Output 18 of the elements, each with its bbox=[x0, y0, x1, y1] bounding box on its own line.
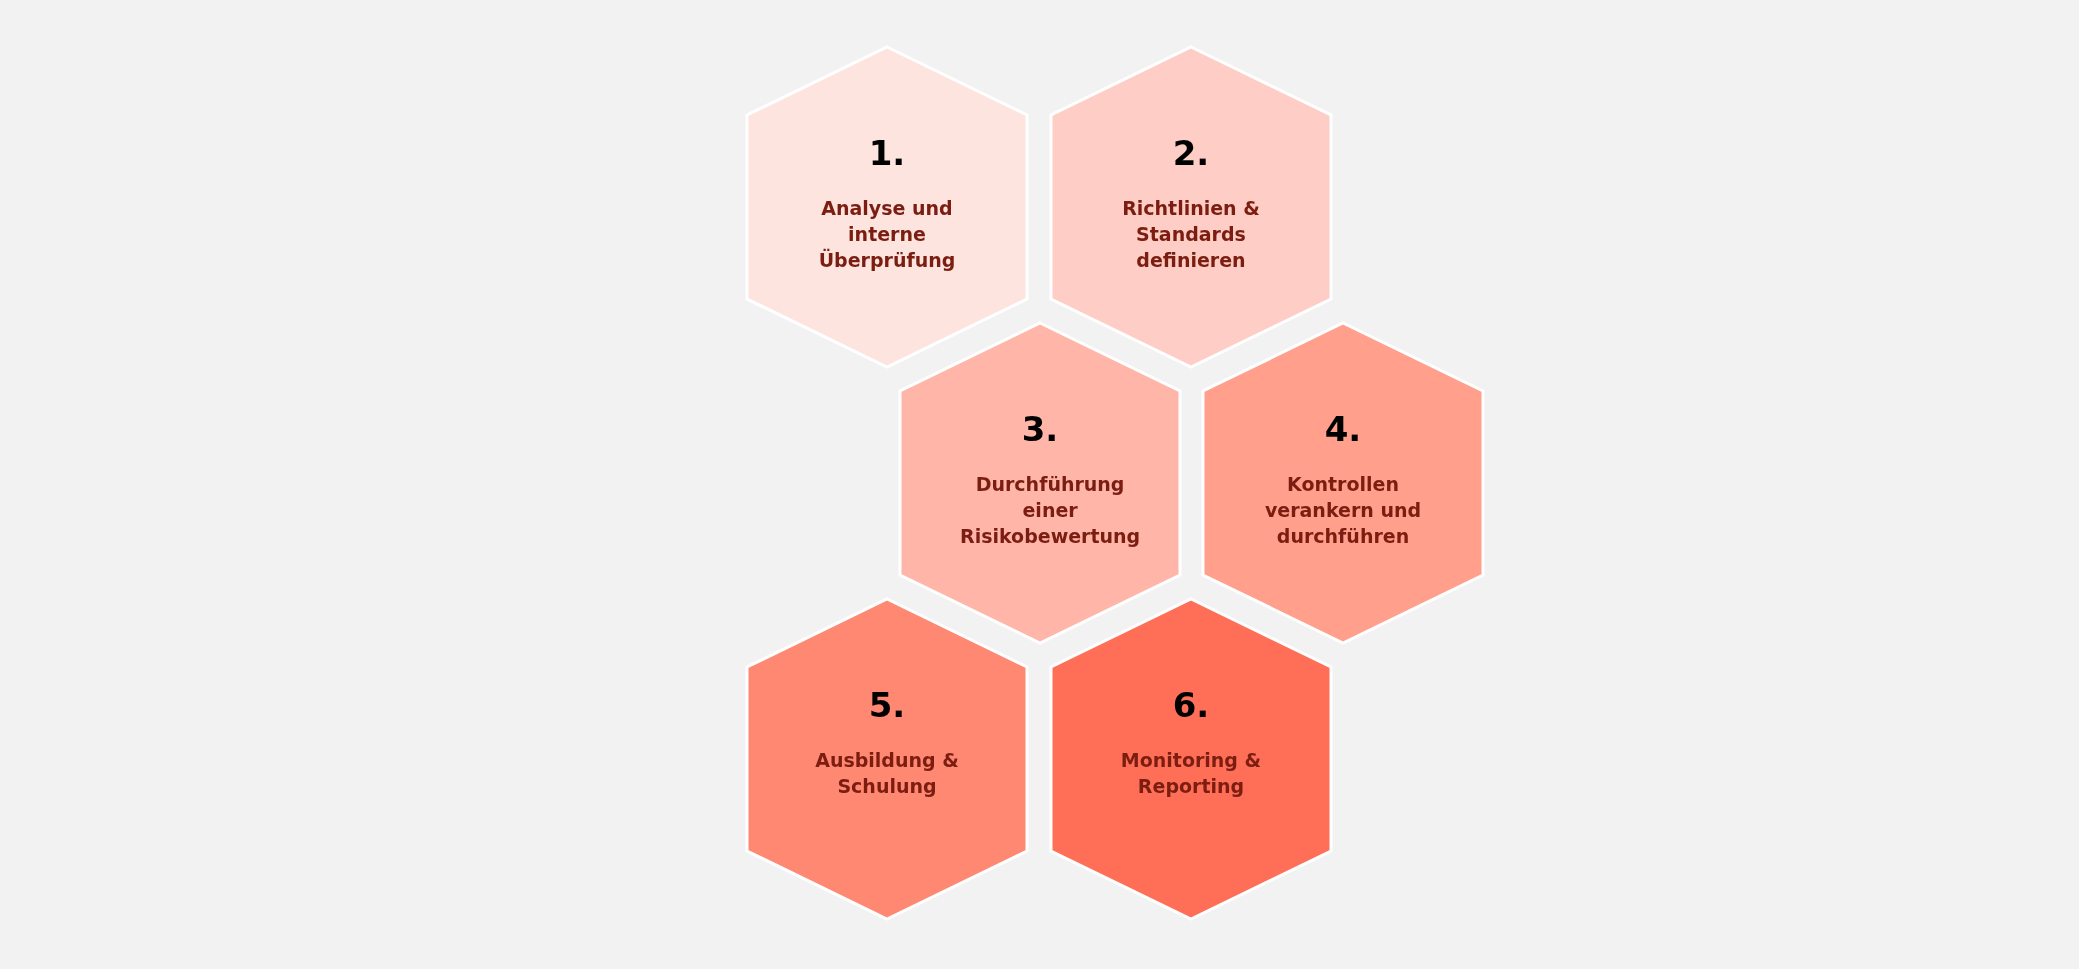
hexagon-step bbox=[1049, 45, 1333, 369]
step-label: Kontrollen verankern und durchführen bbox=[1263, 472, 1423, 549]
hexagon-step bbox=[898, 321, 1182, 645]
step-number: 5. bbox=[868, 685, 906, 725]
hexagon-step bbox=[745, 597, 1029, 921]
step-label: Analyse und interne Überprüfung bbox=[817, 196, 957, 273]
hexagon-step bbox=[1201, 321, 1485, 645]
step-label: Ausbildung & Schulung bbox=[814, 748, 960, 799]
step-label: Monitoring & Reporting bbox=[1119, 748, 1263, 799]
step-number: 2. bbox=[1172, 133, 1210, 173]
step-number: 6. bbox=[1172, 685, 1210, 725]
step-number: 3. bbox=[1021, 409, 1059, 449]
step-number: 4. bbox=[1324, 409, 1362, 449]
hexagon-step bbox=[745, 45, 1029, 369]
step-label: Richtlinien & Standards definieren bbox=[1121, 196, 1261, 273]
step-label: Durchführung einer Risikobewertung bbox=[960, 472, 1141, 549]
hexagon-step bbox=[1049, 597, 1333, 921]
step-number: 1. bbox=[868, 133, 906, 173]
